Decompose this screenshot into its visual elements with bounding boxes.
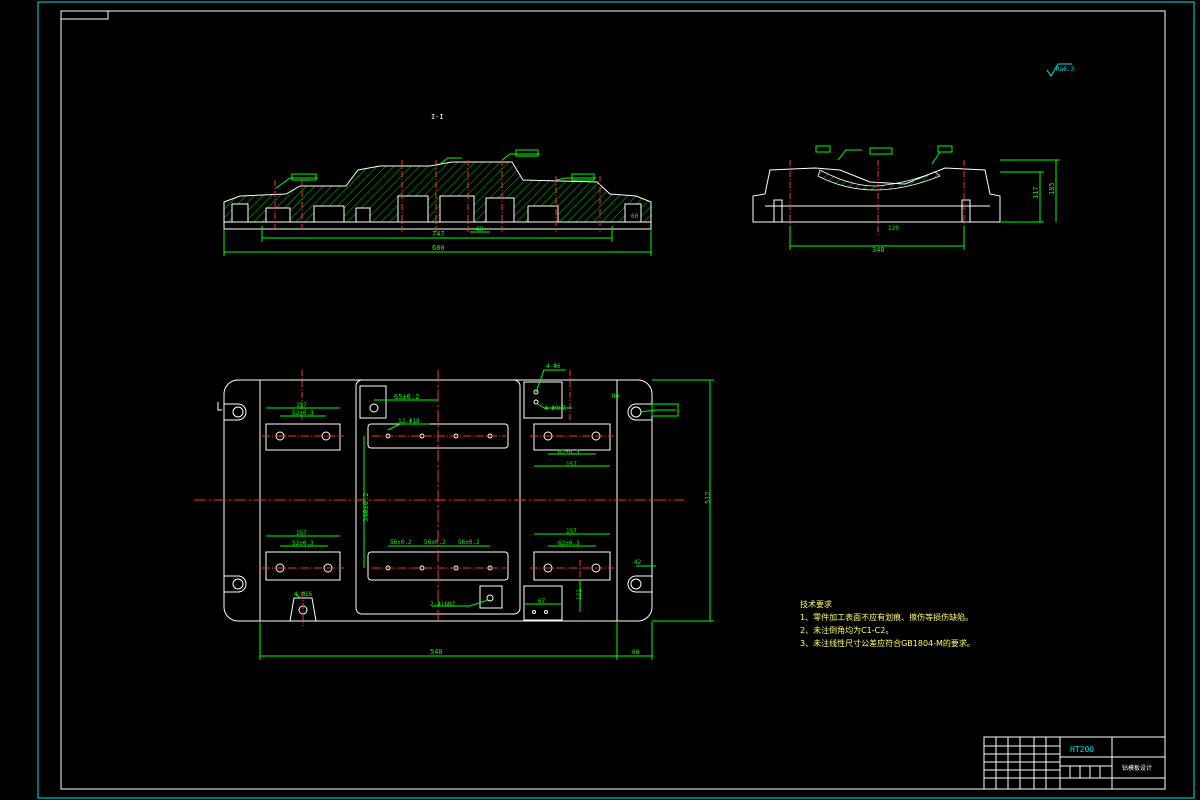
notes-item-2: 2、未注倒角均为C1-C2。 xyxy=(800,626,894,635)
technical-notes: 技术要求 1、零件加工表面不应有划痕、擦伤等损伤缺陷。 2、未注倒角均为C1-C… xyxy=(800,598,975,650)
pad-br-pitch: 62±0.3 xyxy=(558,540,580,547)
pad-tr-len: 157 xyxy=(566,461,577,468)
notes-item-1: 1、零件加工表面不应有划痕、擦伤等损伤缺陷。 xyxy=(800,613,974,622)
plan-dim-slot: 42 xyxy=(634,559,642,566)
side-dim-height1: 117 xyxy=(1032,186,1040,199)
pin2-label: 2-Φ16H7 xyxy=(430,601,456,608)
box-h-label: 121 xyxy=(576,589,583,600)
plan-dim-right: 60 xyxy=(632,649,640,656)
outer-border xyxy=(37,1,1195,799)
front-section-view: 747 680 68 60 xyxy=(223,149,652,256)
notes-item-3: 3、未注线性尺寸公差应符合GB1804-M的要求。 xyxy=(800,639,975,648)
box-w-label: 67 xyxy=(538,598,546,605)
side-dim-small: 120 xyxy=(888,225,899,232)
section-label: I-I xyxy=(431,113,444,121)
notch-label: 4-M16 xyxy=(294,591,312,598)
side-dim-height2: 185 xyxy=(1048,182,1056,195)
inner-border xyxy=(60,10,1166,790)
plan-dim-vertical: 340±0.2 xyxy=(362,492,370,522)
roughness-symbol: Ra6.3 xyxy=(1046,63,1074,77)
pad-br-len: 157 xyxy=(566,528,577,535)
plan-dim-height: 512 xyxy=(704,491,712,504)
bottom-pitch-1: 56±0.2 xyxy=(390,539,412,546)
title-block: HT200 钻模板设计 xyxy=(983,736,1166,790)
side-dim-width: 348 xyxy=(872,246,885,254)
drawing-name: 钻模板设计 xyxy=(1122,764,1152,772)
pad-bl-pitch: 52±0.3 xyxy=(292,540,314,547)
plan-dim-hole-top: 65±0.2 xyxy=(394,393,419,401)
pad-tr-pitch: 62±0.3 xyxy=(558,449,580,456)
side-view: 348 117 185 120 xyxy=(752,145,1060,254)
roughness-label: Ra6.3 xyxy=(1056,66,1074,73)
plan-holes-label: 12-Φ18 xyxy=(398,418,420,425)
small-r-label: R6 xyxy=(612,393,620,400)
front-dim-small: 68 xyxy=(476,226,484,233)
front-dim-side: 60 xyxy=(631,213,639,220)
front-dim-overall: 680 xyxy=(432,244,445,252)
bottom-pitch-2: 56±0.2 xyxy=(424,539,446,546)
pin-label: 4-Φ9H7 xyxy=(544,405,566,412)
corner-tag xyxy=(60,10,109,20)
pad-bl-len: 157 xyxy=(296,530,307,537)
pad-tl-pitch: 52±0.3 xyxy=(292,410,314,417)
pad-tl-len: 157 xyxy=(296,402,307,409)
notes-title: 技术要求 xyxy=(800,600,832,609)
material-label: HT200 xyxy=(1070,745,1094,754)
front-dim-inner: 747 xyxy=(432,230,445,238)
plan-dim-length: 540 xyxy=(430,648,443,656)
bottom-pitch-3: 56±0.2 xyxy=(458,539,480,546)
bolt-label: 4-Φ6 xyxy=(546,363,561,370)
plan-view: 540 60 512 42 65±0.2 12-Φ18 157 52±0.3 1… xyxy=(194,363,714,660)
